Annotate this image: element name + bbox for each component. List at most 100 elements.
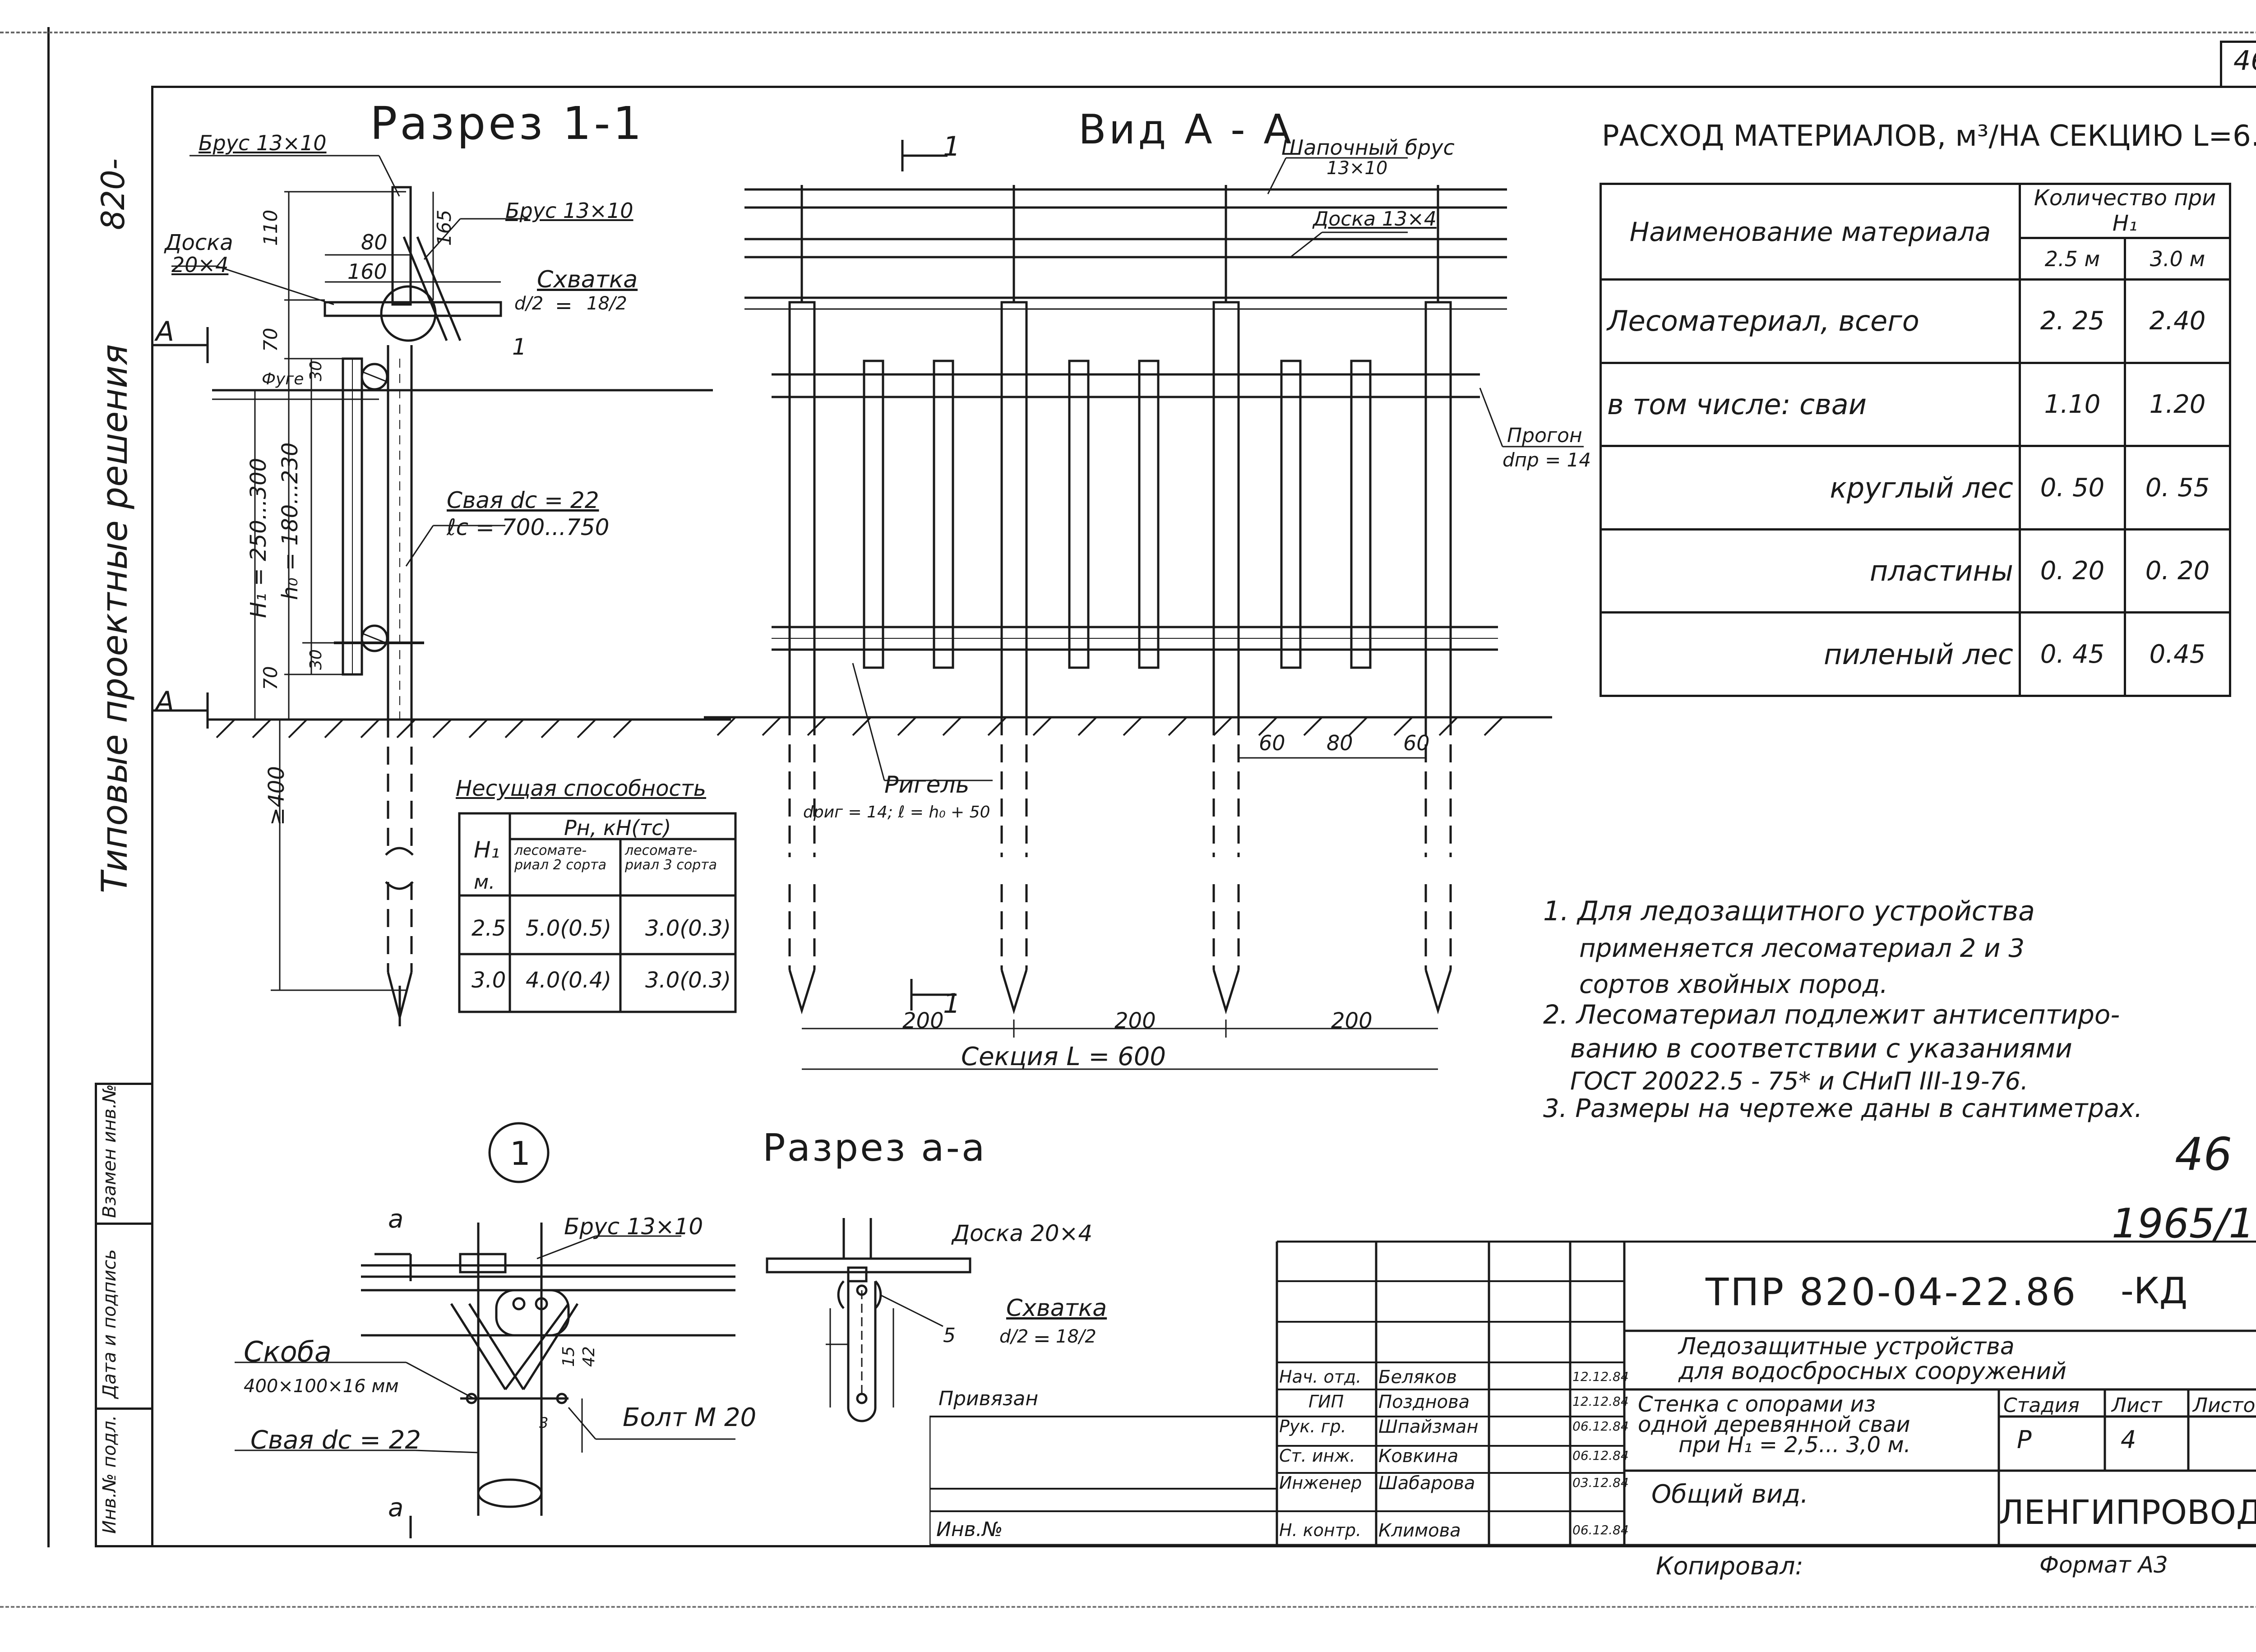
- person-date-4: 06.12.84: [1572, 1448, 1629, 1463]
- title-desc-1: Ледозащитные устройства: [1678, 1333, 2015, 1360]
- person-name-2: Позднова: [1378, 1392, 1470, 1412]
- note-line-1: 1. Для ледозащитного устройства: [1543, 895, 2035, 927]
- person-name-5: Шабарова: [1378, 1473, 1475, 1494]
- ge400-label: ≥400: [264, 766, 289, 826]
- note-line-2: применяется лесоматериал 2 и 3: [1579, 934, 2025, 963]
- shapochny-size: 13×10: [1327, 158, 1388, 179]
- person-name-6: Климова: [1378, 1520, 1461, 1541]
- view-dim-200-1: 200: [902, 1008, 944, 1034]
- section-a-a-doska: Доска 20×4: [952, 1220, 1093, 1246]
- side-label-text: Типовые проектные решения: [95, 344, 135, 893]
- svaya-label: Свая dc = 22: [447, 487, 599, 513]
- node-a-top: a: [388, 1204, 404, 1234]
- materials-row4-a: 0. 20: [2019, 528, 2126, 614]
- note-line-4: 2. Лесоматериал подлежит антисептиро-: [1543, 999, 2120, 1030]
- dim-110: 110: [259, 209, 282, 246]
- doska-label: Доска: [165, 230, 233, 255]
- note-line-3: сортов хвойных пород.: [1579, 970, 1888, 999]
- section-a-top: А: [156, 316, 175, 347]
- person-role-5: Инженер: [1279, 1473, 1362, 1493]
- note-line-6: ГОСТ 20022.5 - 75* и СНиП III-19-76.: [1570, 1067, 2029, 1095]
- view-dim-80: 80: [1327, 731, 1353, 755]
- side-label-code: 820-: [95, 158, 132, 230]
- top-cut-line: [0, 0, 2256, 33]
- bearing-col3-head: лесомате-риал 3 сорта: [625, 843, 717, 873]
- node-circle-number: 1: [510, 1135, 531, 1172]
- brus-top-label: Брус 13×10: [199, 131, 327, 155]
- sheet-number-box: [2220, 41, 2256, 88]
- note-line-7: 3. Размеры на чертеже даны в сантиметрах…: [1543, 1094, 2143, 1123]
- bearing-h-head: H₁: [474, 837, 500, 863]
- drawing-frame: [151, 86, 2256, 1547]
- org-name: ЛЕНГИПРОВОДХОЗ: [1999, 1493, 2256, 1532]
- node-skoba-size: 400×100×16 мм: [244, 1376, 399, 1397]
- materials-col-a: 2.5 м: [2019, 236, 2126, 281]
- bearing-p-head: Pн, кН(тс): [564, 816, 671, 840]
- outer-left-border: [47, 27, 50, 1547]
- stage-head: Стадия: [2003, 1394, 2080, 1417]
- materials-row3-b: 0. 55: [2124, 445, 2231, 531]
- materials-row2-name: в том числе: сваи: [1600, 361, 2021, 448]
- sheets-head: Листов: [2193, 1394, 2256, 1417]
- section-1-1-title: Разрез 1-1: [370, 97, 645, 150]
- section-1-1-drawing: [153, 155, 731, 1026]
- view-a-title: Вид А - А: [1078, 106, 1294, 153]
- person-date-6: 06.12.84: [1572, 1523, 1629, 1537]
- stamp-side-line1: [95, 1223, 151, 1225]
- view-marker-top: 1: [943, 131, 961, 162]
- bearing-row2-a: 4.0(0.4): [526, 968, 612, 993]
- person-role-4: Ст. инж.: [1279, 1446, 1355, 1466]
- node-a-bottom: a: [388, 1493, 404, 1523]
- rigel-d: dриг = 14; ℓ = h₀ + 50: [803, 803, 990, 821]
- skhvatka-d2: d/2: [514, 293, 544, 314]
- title-desc-2: для водосбросных сооружений: [1678, 1358, 2067, 1385]
- sheet-number: 46: [2233, 45, 2256, 77]
- progon-d: dпр = 14: [1502, 449, 1591, 471]
- shapochny-label: Шапочный брус: [1281, 135, 1455, 160]
- section-a-a-d2: d/2: [999, 1326, 1029, 1347]
- person-role-3: Рук. гр.: [1279, 1417, 1346, 1436]
- bearing-row2-h: 3.0: [472, 968, 506, 993]
- section-a-a-skhvatka: Схватка: [1006, 1295, 1107, 1322]
- materials-row1-name: Лесоматериал, всего: [1600, 278, 2021, 364]
- person-date-1: 12.12.84: [1572, 1369, 1629, 1384]
- title-desc-4: одной деревянной сваи: [1638, 1412, 1910, 1437]
- materials-row3-name: круглый лес: [1600, 445, 2021, 531]
- skhvatka-label: Схватка: [537, 266, 638, 293]
- person-name-4: Ковкина: [1378, 1446, 1459, 1467]
- stamp-side-replace: Взамен инв.№: [99, 1084, 120, 1218]
- h0-label: h₀ = 180...230: [277, 442, 303, 600]
- stage-value: Р: [2017, 1426, 2032, 1454]
- title-desc-3: Стенка с опорами из: [1638, 1392, 1876, 1417]
- marker-1-label: 1: [512, 334, 527, 360]
- materials-row1-b: 2.40: [2124, 278, 2231, 364]
- view-a-drawing: [704, 140, 1584, 1070]
- node-1-drawing: [235, 1122, 735, 1538]
- title-desc-5: при H₁ = 2,5... 3,0 м.: [1678, 1432, 1911, 1458]
- materials-head-qty: Количество при H₁: [2019, 183, 2231, 239]
- note-line-5: ванию в соответствии с указаниями: [1570, 1033, 2072, 1064]
- bearing-title: Несущая способность: [456, 776, 707, 801]
- title-general: Общий вид.: [1651, 1480, 1808, 1509]
- sheet-head: Лист: [2112, 1394, 2162, 1417]
- node-dim-42: 42: [580, 1346, 598, 1367]
- node-dim-15: 15: [559, 1346, 578, 1367]
- materials-head-name: Наименование материала: [1600, 182, 2021, 281]
- materials-row4-name: пластины: [1600, 528, 2021, 614]
- view-dim-60-left: 60: [1259, 731, 1285, 755]
- materials-row5-a: 0. 45: [2019, 611, 2126, 697]
- person-date-3: 06.12.84: [1572, 1419, 1629, 1434]
- progon-label: Прогон: [1507, 424, 1582, 447]
- title-code: ТПР 820-04-22.86: [1706, 1270, 2078, 1314]
- inv-label: Инв.№: [936, 1518, 1003, 1541]
- series-number: 1965/1: [2112, 1200, 2255, 1247]
- format-label: Формат А3: [2039, 1552, 2168, 1578]
- view-dim-60-right: 60: [1403, 731, 1430, 755]
- bearing-row1-b: 3.0(0.3): [645, 916, 731, 941]
- dim-30-top: 30: [307, 360, 325, 381]
- skhvatka-frac: 18/2: [587, 293, 627, 314]
- node-svaya-label: Свая dc = 22: [250, 1426, 421, 1455]
- person-name-1: Беляков: [1378, 1367, 1457, 1388]
- doska-size-label: 20×4: [171, 253, 229, 277]
- person-name-3: Шпайзман: [1378, 1417, 1479, 1437]
